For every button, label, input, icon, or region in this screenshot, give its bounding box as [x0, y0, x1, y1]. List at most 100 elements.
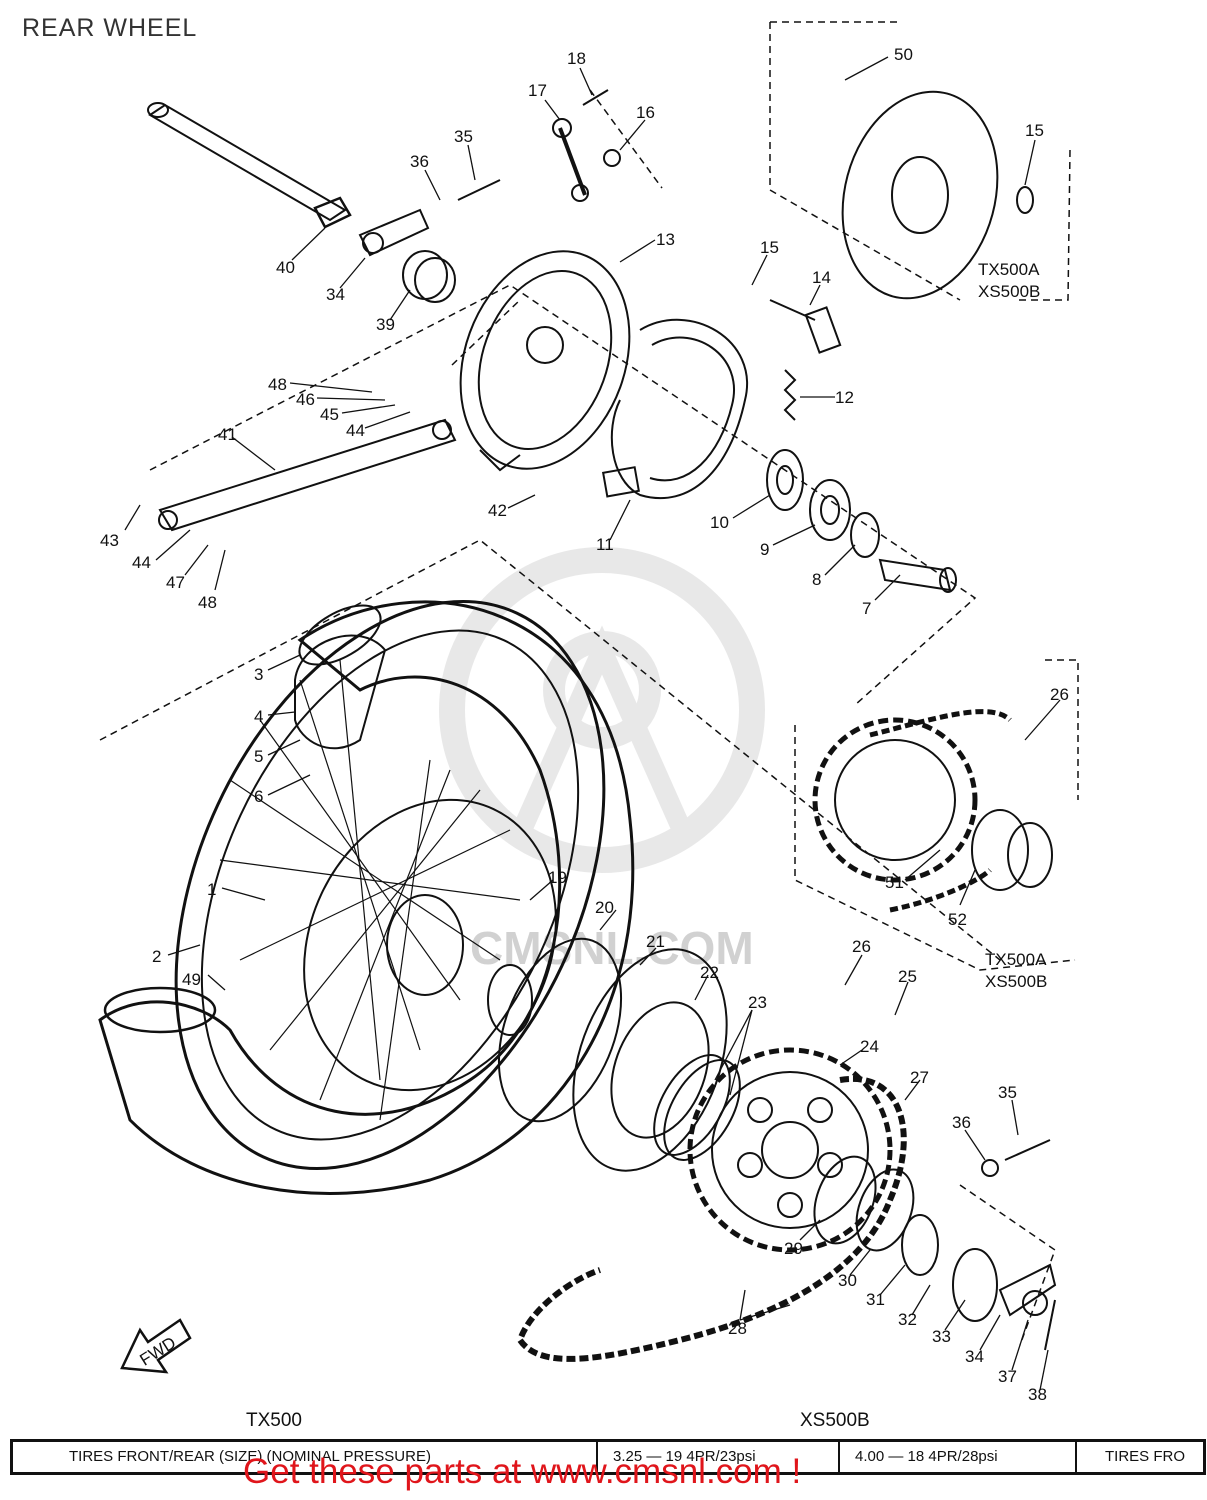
spec-xs500b: 4.00 — 18 4PR/28psi	[855, 1448, 998, 1465]
callout-35-right: 35	[998, 1083, 1017, 1102]
callout-19: 19	[548, 868, 567, 887]
inset-top-model-b: XS500B	[978, 282, 1040, 301]
bolt-part-35	[457, 179, 501, 201]
brake-cam-part-14	[769, 299, 842, 354]
callout-12: 12	[835, 388, 854, 407]
spec-header: TIRES FRONT/REAR (SIZE) (NOMINAL PRESSUR…	[69, 1448, 431, 1465]
wheel-part-1	[174, 599, 606, 1171]
callout-21: 21	[646, 932, 665, 951]
sprocket-boss-part-29	[813, 1155, 1057, 1322]
parts-diagram: 1 2 3 4 5 6 7 8 9 10 11 12 13 14 15 16 1…	[98, 21, 1079, 1404]
callout-33: 33	[932, 1327, 951, 1346]
spacer-part-39	[402, 250, 456, 303]
spring-part-12	[783, 369, 797, 421]
callout-10: 10	[710, 513, 729, 532]
bearing-part-10	[766, 449, 804, 511]
callout-50: 50	[894, 45, 913, 64]
spec-truncated-header: TIRES FRO	[1105, 1448, 1186, 1465]
callout-11: 11	[596, 535, 614, 554]
callout-8: 8	[812, 570, 821, 589]
spec-divider	[1075, 1442, 1077, 1472]
callout-28: 28	[728, 1319, 747, 1338]
callout-48: 48	[198, 593, 217, 612]
callout-49: 49	[182, 970, 201, 989]
callout-29: 29	[784, 1239, 803, 1258]
callout-44-upper: 44	[346, 421, 365, 440]
callout-34: 34	[326, 285, 345, 304]
brake-plate-part-13	[459, 250, 631, 472]
watermark-text: CMSNL.COM	[470, 922, 754, 974]
callout-16: 16	[636, 103, 655, 122]
callout-24: 24	[860, 1037, 879, 1056]
callout-36: 36	[410, 152, 429, 171]
callout-25: 25	[898, 967, 917, 986]
callout-26: 26	[852, 937, 871, 956]
callout-15: 15	[760, 238, 779, 257]
callout-6: 6	[254, 787, 263, 806]
callout-46: 46	[296, 390, 315, 409]
bearing-part-9	[809, 479, 880, 558]
callout-5: 5	[254, 747, 263, 766]
fwd-arrow-icon	[120, 1318, 192, 1374]
callout-leader-lines	[124, 56, 1061, 1391]
callout-1: 1	[207, 880, 216, 899]
pin-part-38	[1044, 1299, 1056, 1351]
callout-26-inset: 26	[1050, 685, 1069, 704]
callout-15-inset: 15	[1025, 121, 1044, 140]
callout-9: 9	[760, 540, 769, 559]
callout-34-right: 34	[965, 1347, 984, 1366]
inset-sprocket	[812, 709, 1053, 913]
callout-3: 3	[254, 665, 263, 684]
callout-labels: 1 2 3 4 5 6 7 8 9 10 11 12 13 14 15 16 1…	[100, 45, 1069, 1404]
sprocket-part-24	[687, 1047, 893, 1253]
fwd-label: FWD	[136, 1333, 179, 1370]
chain-adjuster-part-34	[358, 208, 430, 257]
callout-42: 42	[488, 501, 507, 520]
callout-51: 51	[885, 873, 904, 892]
callout-38: 38	[1028, 1385, 1047, 1404]
callout-32: 32	[898, 1310, 917, 1329]
tube-part-4	[294, 634, 387, 750]
model-label-tx500: TX500	[246, 1410, 302, 1431]
callout-27: 27	[910, 1068, 929, 1087]
drive-chain-part-27	[516, 1075, 907, 1362]
inset-sprocket-model-b: XS500B	[985, 972, 1047, 991]
cam-lever-part-17	[552, 89, 621, 202]
callout-39: 39	[376, 315, 395, 334]
nut-part-36	[981, 1159, 999, 1177]
callout-44: 44	[132, 553, 151, 572]
callout-52: 52	[948, 910, 967, 929]
callout-18: 18	[567, 49, 586, 68]
callout-7: 7	[862, 599, 871, 618]
callout-23: 23	[748, 993, 767, 1012]
callout-43: 43	[100, 531, 119, 550]
spec-divider	[596, 1442, 598, 1472]
axle-part-40	[147, 102, 352, 229]
callout-30: 30	[838, 1271, 857, 1290]
promo-link[interactable]: Get these parts at www.cmsnl.com !	[243, 1452, 802, 1491]
callout-20: 20	[595, 898, 614, 917]
model-label-xs500b: XS500B	[800, 1410, 870, 1431]
callout-4: 4	[254, 707, 263, 726]
inset-top-model-a: TX500A	[978, 260, 1040, 279]
tire-spec-table: TIRES FRONT/REAR (SIZE) (NOMINAL PRESSUR…	[10, 1439, 1206, 1475]
tyre-part-3	[98, 600, 635, 1195]
callout-2: 2	[152, 947, 161, 966]
callout-31: 31	[866, 1290, 885, 1309]
assembly-guide-lines	[99, 21, 1079, 1346]
torque-arm-part-41	[158, 418, 457, 532]
callout-36-right: 36	[952, 1113, 971, 1132]
callout-22: 22	[700, 963, 719, 982]
callout-35: 35	[454, 127, 473, 146]
spec-divider	[838, 1442, 840, 1472]
hub-damper-part-21	[487, 937, 728, 1172]
callout-37: 37	[998, 1367, 1017, 1386]
callout-13: 13	[656, 230, 675, 249]
spec-tx500: 3.25 — 19 4PR/23psi	[613, 1448, 756, 1465]
bolt-part-35-right	[1004, 1139, 1051, 1161]
page-title: REAR WHEEL	[22, 14, 198, 42]
brake-shoes-part-11	[601, 318, 748, 500]
callout-47: 47	[166, 573, 185, 592]
callout-48-upper: 48	[268, 375, 287, 394]
callout-40: 40	[276, 258, 295, 277]
